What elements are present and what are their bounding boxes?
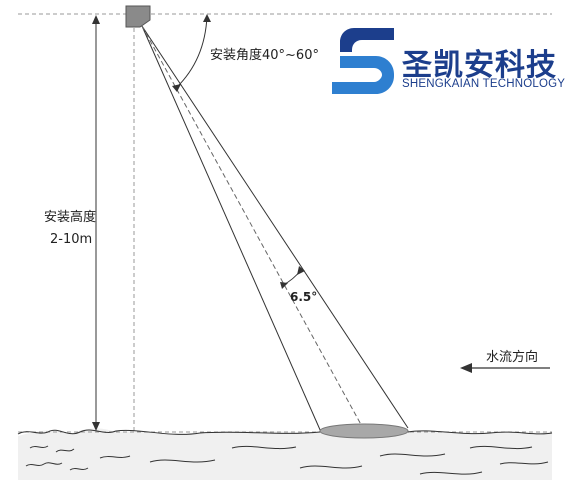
beam-center-line xyxy=(141,25,365,431)
wave-line xyxy=(25,462,63,467)
beam-footprint xyxy=(319,423,409,439)
water-body xyxy=(18,428,552,480)
beam-left-edge xyxy=(141,25,322,433)
height-arrow-top xyxy=(92,15,100,24)
beam-angle-arrow-1 xyxy=(280,282,288,289)
wave-line xyxy=(69,467,89,471)
brand-name-cn: 圣凯安科技 xyxy=(402,48,557,83)
wave-line xyxy=(99,455,131,459)
beam-right-edge xyxy=(141,25,409,429)
sensor-icon xyxy=(125,5,151,28)
install-angle-arrow-2 xyxy=(203,14,211,22)
logo-icon xyxy=(332,28,394,94)
beam-angle-label: 6.5° xyxy=(290,290,318,304)
install-height-title: 安装高度 xyxy=(44,210,97,225)
brand-name-en: SHENGKAIAN TECHNOLOGY xyxy=(402,78,566,90)
wave-line xyxy=(231,445,297,450)
wave-line xyxy=(469,445,533,450)
wave-line xyxy=(379,453,446,457)
wave-line xyxy=(299,465,363,469)
flow-direction-label: 水流方向 xyxy=(486,350,539,365)
wave-line xyxy=(499,461,549,465)
install-angle-arc xyxy=(175,15,208,89)
install-angle-label: 安装角度40°~60° xyxy=(210,48,319,63)
wave-line xyxy=(149,459,216,463)
wave-surface xyxy=(17,429,553,435)
height-arrow-bottom xyxy=(92,422,100,431)
wave-line xyxy=(419,471,483,475)
wave-line xyxy=(29,445,49,449)
install-angle-arrow-1 xyxy=(172,84,181,92)
flow-direction-arrowhead xyxy=(460,363,472,373)
install-height-value: 2-10m xyxy=(50,232,93,247)
wave-line xyxy=(55,448,75,453)
beam-angle-arrow-2 xyxy=(297,266,305,275)
